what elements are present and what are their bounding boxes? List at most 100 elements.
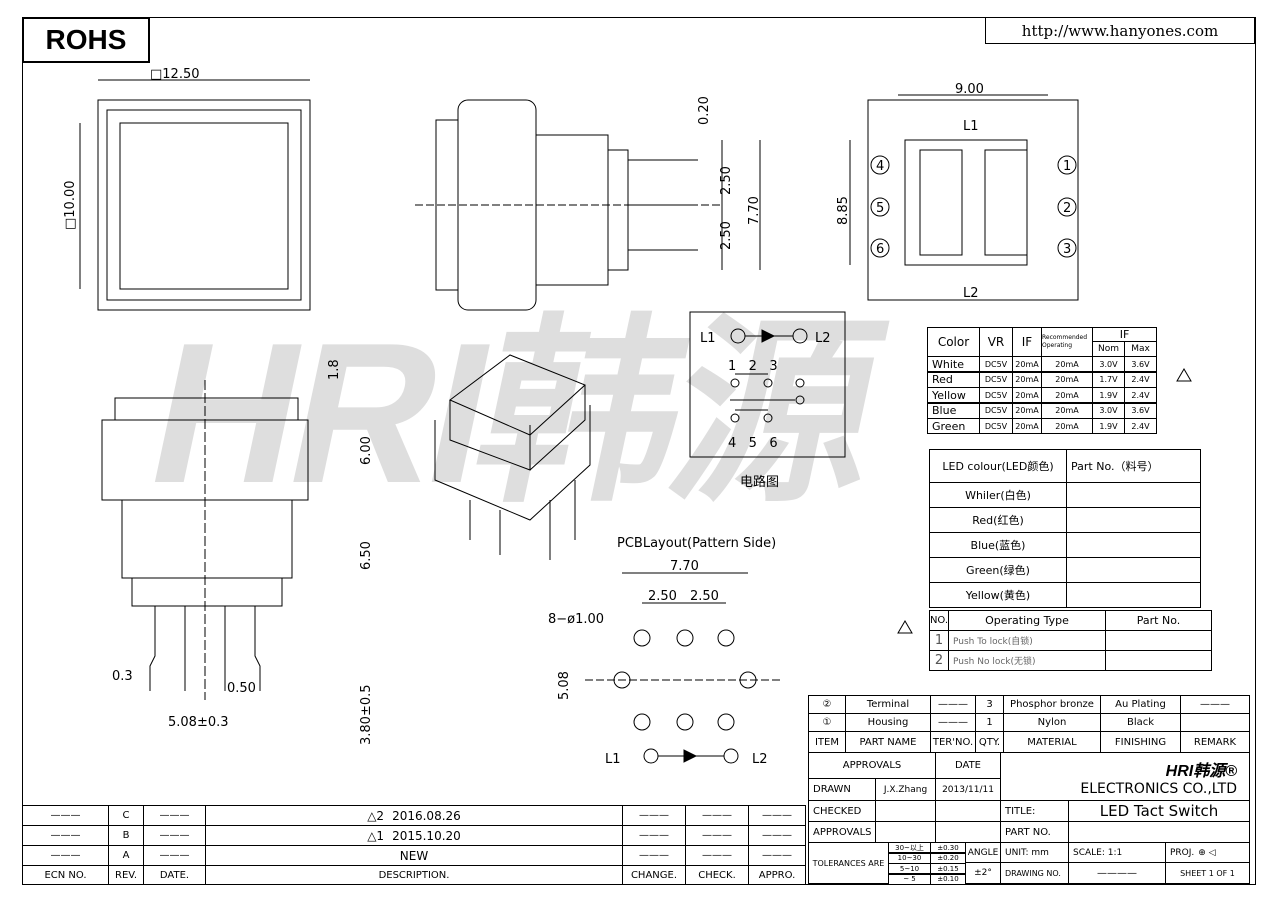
pcb-l1: L1 — [605, 752, 621, 767]
th-part-no: Part No.（料号） — [1066, 449, 1201, 483]
led-vr: DC5V — [979, 387, 1013, 403]
material-qty: 3 — [975, 695, 1004, 714]
material-header-material: MATERIAL — [1003, 731, 1101, 753]
company-logo: HRI韩源® — [1165, 762, 1237, 780]
material-item: ① — [808, 713, 846, 732]
pin-4: 4 — [876, 159, 884, 174]
approvals-header: APPROVALS — [808, 752, 936, 779]
rev-letter: A — [108, 845, 144, 866]
rev-appro: ——— — [748, 845, 806, 866]
op-no: 1 — [929, 630, 949, 651]
tolerances-label: TOLERANCES ARE — [808, 842, 889, 884]
tolerance-range: ~ 5 — [888, 873, 931, 885]
led-rec: 20mA — [1041, 371, 1093, 388]
drawing-no-label: DRAWING NO. — [1000, 862, 1069, 884]
rev-description-text: 2015.10.20 — [392, 828, 461, 843]
scale: SCALE: 1:1 — [1068, 842, 1166, 863]
op-part-no — [1105, 630, 1212, 651]
rev-header-date: DATE. — [143, 865, 206, 885]
tolerance-range: 5~10 — [888, 863, 931, 874]
rev-ecn: ——— — [22, 805, 109, 826]
led-max: 2.4V — [1124, 387, 1157, 403]
th-op-part-no: Part No. — [1105, 610, 1212, 631]
material-remark — [1180, 713, 1250, 732]
front-width-dim: □12.50 — [150, 67, 200, 82]
website-url[interactable]: http://www.hanyones.com — [985, 17, 1255, 44]
circuit-bottom-pins: 4 5 6 — [728, 436, 778, 451]
th-led-colour: LED colour(LED颜色) — [929, 449, 1067, 483]
dim-0-20: 0.20 — [697, 96, 712, 125]
op-part-no — [1105, 650, 1212, 671]
pcb-l2: L2 — [752, 752, 768, 767]
label-l1: L1 — [963, 119, 979, 134]
material-header-finish: FINISHING — [1100, 731, 1181, 753]
pcb-layout: PCBLayout(Pattern Side) 7.70 2.50 2.50 8… — [548, 536, 780, 767]
tolerance-value: ±0.30 — [930, 842, 966, 853]
th-if-group: IF — [1092, 327, 1157, 342]
led-if: 20mA — [1012, 418, 1042, 434]
dim-0-50: 0.50 — [227, 681, 256, 696]
part-no-cell — [1066, 507, 1201, 533]
drawn-by: J.X.Zhang — [875, 778, 936, 801]
led-if: 20mA — [1012, 387, 1042, 403]
rev-description-text: 2016.08.26 — [392, 808, 461, 823]
rev-header-change: CHANGE. — [622, 865, 686, 885]
rev-change: ——— — [622, 805, 686, 826]
led-nom: 3.0V — [1092, 356, 1125, 372]
th-max: Max — [1124, 341, 1157, 357]
th-if: IF — [1012, 327, 1042, 357]
led-color: Yellow — [927, 387, 980, 403]
led-colour-row: Green(绿色) — [929, 557, 1067, 583]
rev-description: NEW — [205, 845, 623, 866]
approvals-label: APPROVALS — [808, 821, 876, 843]
material-remark: ——— — [1180, 695, 1250, 714]
material-finish: Au Plating — [1100, 695, 1181, 714]
section-view: 1.8 6.00 6.50 3.80±0.5 0.3 0.50 5.08±0.3 — [101, 359, 374, 745]
material-item: ② — [808, 695, 846, 714]
circuit-top-pins: 1 2 3 — [728, 359, 778, 374]
pcb-hole-dim: 8−ø1.00 — [548, 612, 604, 627]
material-qty: 1 — [975, 713, 1004, 732]
th-color: Color — [927, 327, 980, 357]
led-color: Blue — [927, 402, 980, 419]
angle-label: ANGLE — [965, 842, 1001, 863]
led-rec: 20mA — [1041, 387, 1093, 403]
circuit-l1: L1 — [700, 331, 716, 346]
rev-change: ——— — [622, 845, 686, 866]
material-ter: ——— — [930, 695, 976, 714]
led-colour-row: Yellow(黄色) — [929, 582, 1067, 608]
drawing-title: LED Tact Switch — [1068, 800, 1250, 822]
part-no-label: PART NO. — [1000, 821, 1069, 843]
projection-label: PROJ. — [1170, 847, 1195, 858]
led-if: 20mA — [1012, 371, 1042, 388]
rev-header-rev: REV. — [108, 865, 144, 885]
led-if: 20mA — [1012, 402, 1042, 419]
rev-date: ——— — [143, 825, 206, 846]
led-color: Red — [927, 371, 980, 388]
dim-7-70: 7.70 — [747, 196, 762, 225]
rev-check: ——— — [685, 805, 749, 826]
drawing-no-value: ———— — [1068, 862, 1166, 884]
rev-change: ——— — [622, 825, 686, 846]
th-vr: VR — [979, 327, 1013, 357]
led-nom: 1.9V — [1092, 387, 1125, 403]
pin-5: 5 — [876, 201, 884, 216]
rev-ecn: ——— — [22, 825, 109, 846]
led-nom: 1.7V — [1092, 371, 1125, 388]
led-rec: 20mA — [1041, 356, 1093, 372]
th-operating-type: Operating Type — [948, 610, 1106, 631]
label-l2: L2 — [963, 286, 979, 301]
date-header: DATE — [935, 752, 1001, 779]
angle-value: ±2° — [965, 862, 1001, 884]
tolerance-value: ±0.10 — [930, 873, 966, 885]
material-header-ter: TER'NO. — [930, 731, 976, 753]
th-recommended: Recommended Operating — [1041, 327, 1093, 357]
side-view: 0.20 2.50 2.50 7.70 — [415, 96, 762, 311]
led-colour-row: Whiler(白色) — [929, 482, 1067, 508]
led-colour-row: Blue(蓝色) — [929, 532, 1067, 558]
pin-1: 1 — [1063, 159, 1071, 174]
material-material: Nylon — [1003, 713, 1101, 732]
